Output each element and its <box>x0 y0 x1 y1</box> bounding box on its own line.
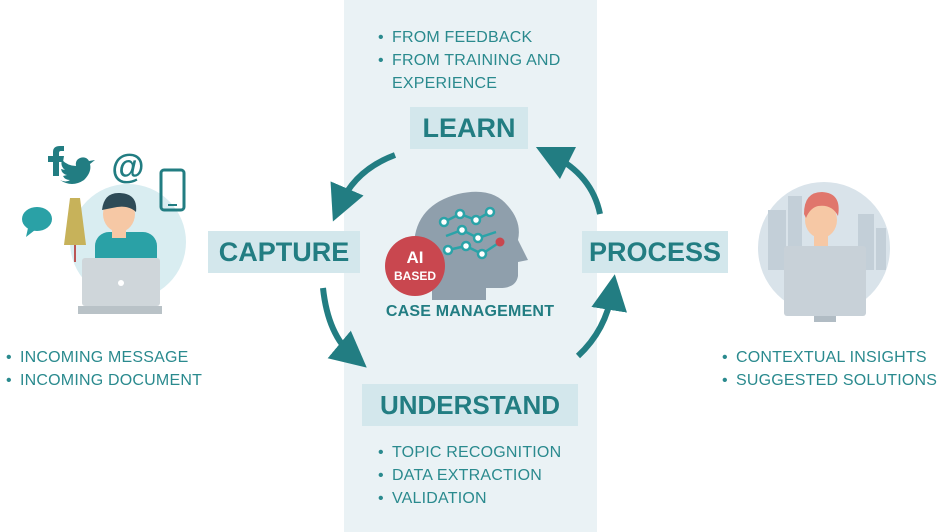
arrow-learn-to-capture <box>330 152 397 222</box>
ai-based-badge: AI BASED <box>385 236 445 296</box>
smartphone-icon <box>159 168 186 212</box>
understand-bullet: TOPIC RECOGNITION <box>378 441 561 464</box>
stage-label-text: PROCESS <box>588 237 722 267</box>
learn-bullet: FROM FEEDBACK <box>378 26 560 49</box>
at-icon: @ <box>111 148 144 186</box>
stage-label-text: CAPTURE <box>218 237 350 267</box>
learn-bullet-continuation: EXPERIENCE <box>378 72 560 95</box>
chat-bubble-icon <box>22 207 52 237</box>
learn-bullet: FROM TRAINING AND <box>378 49 560 72</box>
stage-label-process: PROCESS <box>582 231 728 273</box>
svg-text:@: @ <box>111 148 144 186</box>
arrow-understand-to-process <box>575 274 627 359</box>
learn-bullets: FROM FEEDBACK FROM TRAINING AND EXPERIEN… <box>378 26 560 95</box>
arrow-process-to-learn <box>535 146 603 215</box>
understand-bullets: TOPIC RECOGNITION DATA EXTRACTION VALIDA… <box>378 441 561 510</box>
badge-line-2: BASED <box>394 269 436 283</box>
understand-bullet: DATA EXTRACTION <box>378 464 561 487</box>
center-caption: CASE MANAGEMENT <box>385 303 555 320</box>
person-at-laptop-illustration <box>64 184 186 314</box>
facebook-icon <box>48 146 64 176</box>
stage-label-learn: LEARN <box>410 107 528 149</box>
cycle-arrows <box>320 146 627 368</box>
stage-label-capture: CAPTURE <box>208 231 360 273</box>
stage-label-understand: UNDERSTAND <box>362 384 578 426</box>
stage-label-text: LEARN <box>422 113 516 143</box>
process-bullet: CONTEXTUAL INSIGHTS <box>722 346 937 369</box>
capture-bullet: INCOMING DOCUMENT <box>6 369 202 392</box>
process-bullets: CONTEXTUAL INSIGHTS SUGGESTED SOLUTIONS <box>722 346 937 392</box>
learn-bullet-text: EXPERIENCE <box>392 75 498 92</box>
arrow-capture-to-understand <box>320 287 367 368</box>
person-at-monitor-illustration <box>758 182 890 322</box>
badge-line-1: AI <box>407 248 424 267</box>
understand-bullet: VALIDATION <box>378 487 561 510</box>
capture-bullets: INCOMING MESSAGE INCOMING DOCUMENT <box>6 346 202 392</box>
process-bullet: SUGGESTED SOLUTIONS <box>722 369 937 392</box>
twitter-icon <box>60 157 95 184</box>
stage-label-text: UNDERSTAND <box>379 390 561 420</box>
capture-bullet: INCOMING MESSAGE <box>6 346 202 369</box>
